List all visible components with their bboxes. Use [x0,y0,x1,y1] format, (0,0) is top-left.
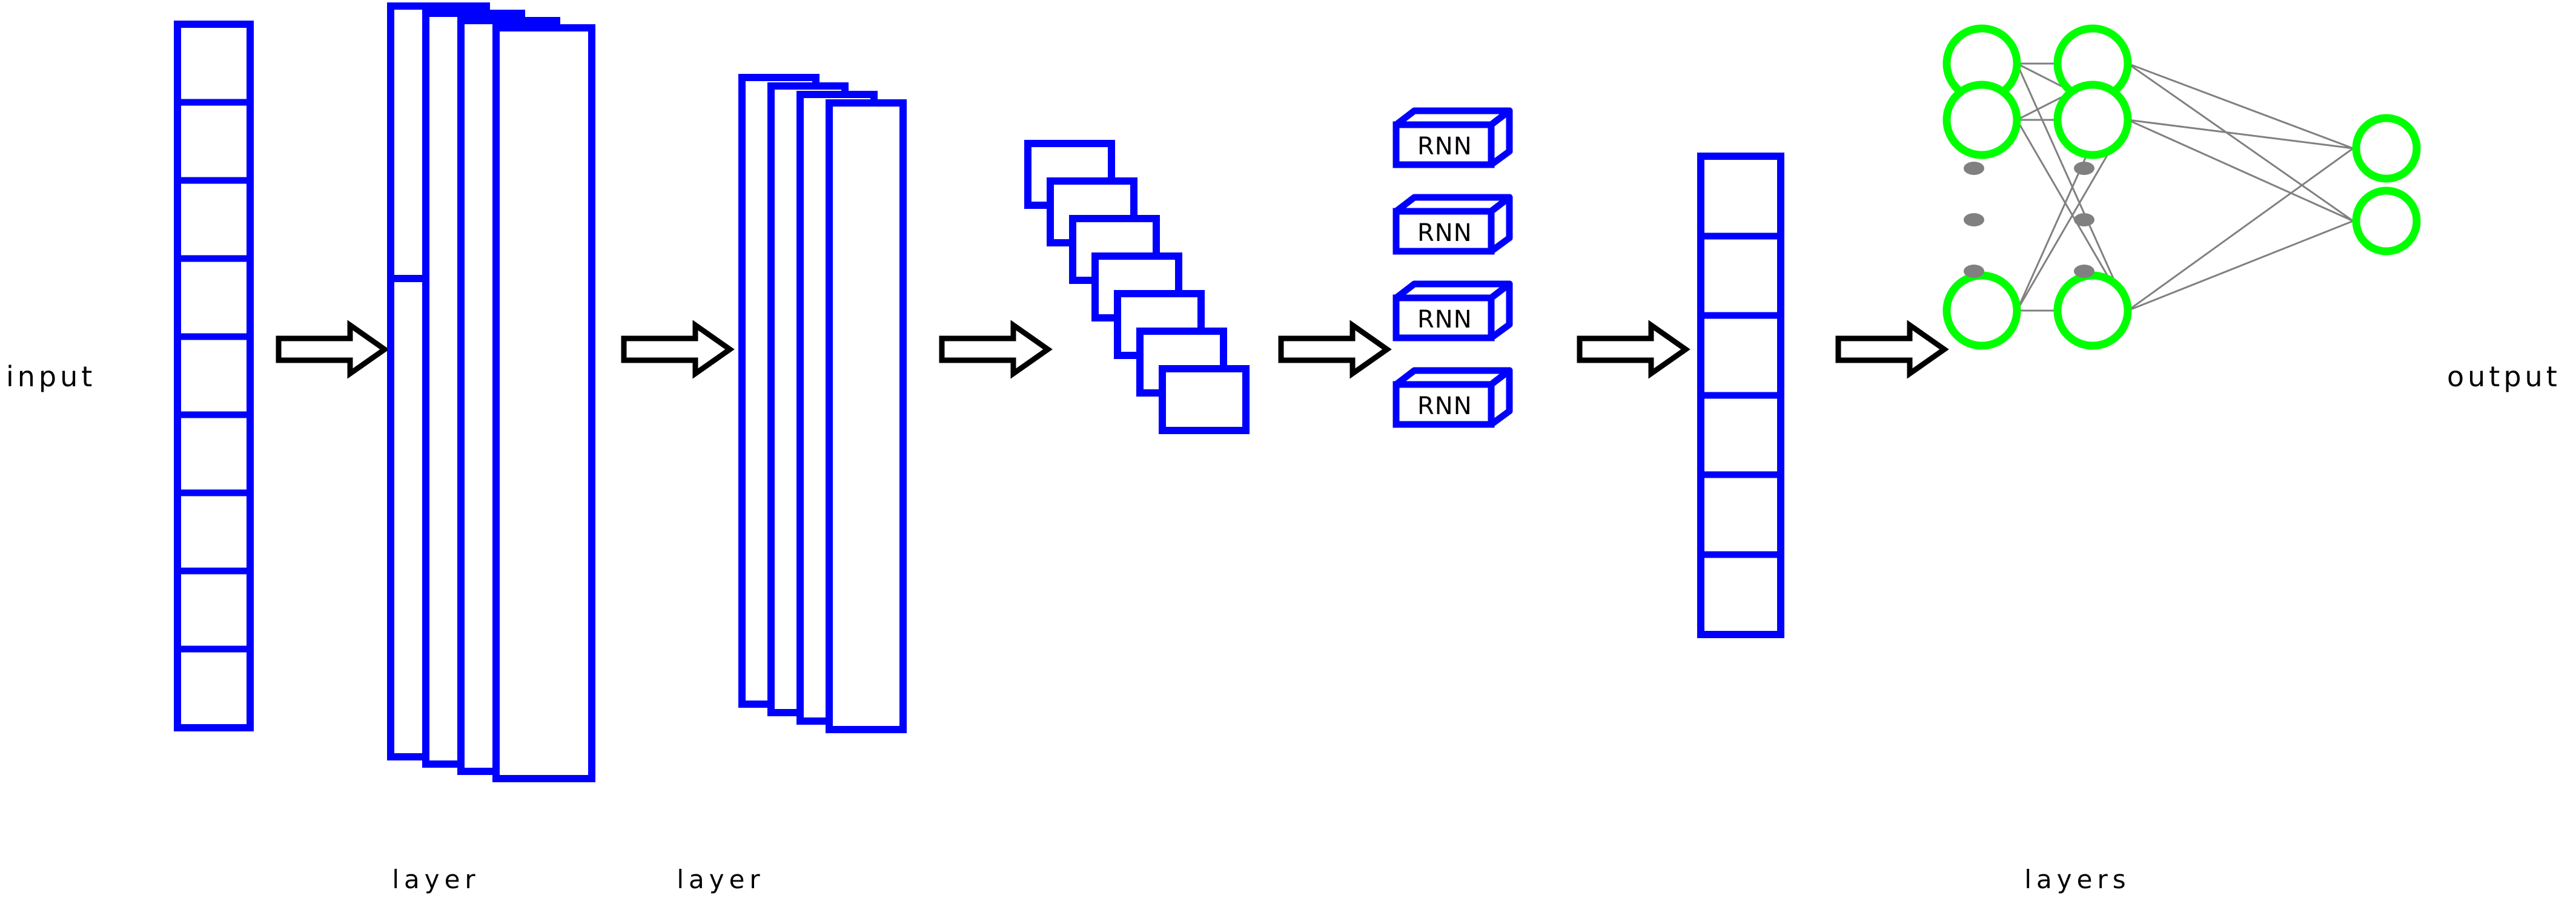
arrow-rnn-to-vector [1580,325,1686,374]
fc-ellipsis-dots [1964,162,2094,278]
fc-neuron [2053,81,2132,159]
ellipsis-dot [1964,265,1984,278]
fc-edges [2016,62,2354,312]
ellipsis-dot [2074,213,2094,226]
caption-line-top: layer [677,865,765,894]
output-neuron [2352,186,2421,256]
caption-rnn-layer: RNN LAYER [1399,848,1654,910]
caption-line-bottom: RNN LAYER [1399,907,1654,910]
fc-neuron [1942,81,2021,159]
ellipsis-dot [1964,162,1984,175]
output-label: output [2447,360,2561,393]
caption-line-top: layer [392,865,480,894]
arrow-conv-to-pool [624,325,730,374]
rnn-box-stack [1392,107,1513,428]
arrow-flatten-to-rnn [1281,325,1387,374]
input-label: input [6,360,96,393]
ellipsis-dot [2074,162,2094,175]
ellipsis-dot [1964,213,1984,226]
rnn-output-vector-column [1697,153,1784,638]
caption-pooling: layer pooling [606,805,836,910]
arrow-input-to-conv [279,325,385,374]
caption-flattening: flattening [963,848,1217,910]
rnn-box [1392,194,1513,255]
fc-neuron [2053,271,2132,350]
rnn-box-label: RNN [1417,133,1472,160]
ellipsis-dot [2074,265,2094,278]
rnn-box [1392,107,1513,168]
caption-line-top: layers [2024,865,2131,894]
arrow-pool-to-flatten [942,325,1048,374]
flattening-cascade [1024,140,1250,434]
rnn-box-label: RNN [1417,306,1472,334]
rnn-box [1392,280,1513,341]
fc-neuron [1942,271,2021,350]
caption-fully-connected: layers Fully connected [1866,805,2290,910]
pooling-layer-planes [738,74,907,733]
arrow-vector-to-fc [1838,325,1944,374]
caption-line-bottom: flattening [963,907,1217,910]
fc-neurons [1942,24,2421,350]
convolutional-layer-planes [387,2,595,782]
rnn-box [1392,367,1513,428]
rnn-box-label: RNN [1417,219,1472,247]
input-vector-column [174,21,254,731]
caption-convolutional: layer Convolutional [279,805,594,910]
rnn-box-label: RNN [1417,392,1472,420]
output-neuron [2352,114,2421,183]
